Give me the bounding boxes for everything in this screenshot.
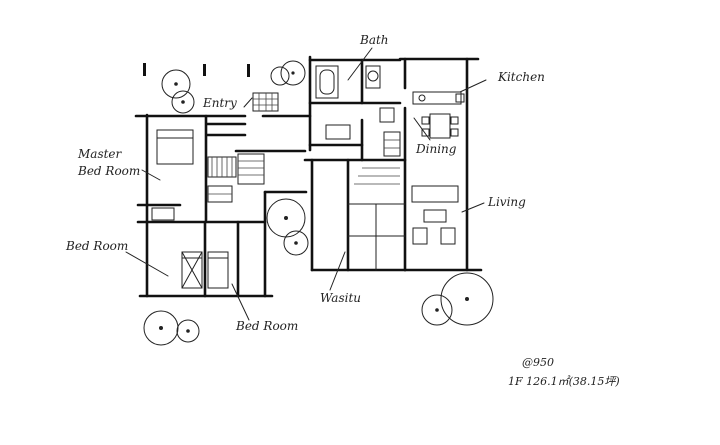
trees (143, 60, 494, 346)
tree-top-mid (270, 60, 306, 86)
dining-label: Dining (415, 142, 457, 156)
master-label: Master (77, 147, 123, 161)
leader-lines (125, 47, 487, 321)
walls (134, 55, 483, 298)
bedroom-left-label: Bed Room (65, 239, 128, 253)
tree-bottom-right (421, 272, 494, 326)
tree-bottom-left (143, 310, 200, 346)
master-bedroom-label: Bed Room (77, 164, 140, 178)
details (151, 65, 465, 289)
kitchen-label: Kitchen (497, 70, 545, 84)
wasitu-label: Wasitu (320, 291, 361, 305)
room-labels: Bath Kitchen Entry Master Bed Room Dinin… (65, 33, 545, 333)
tree-top-left (161, 69, 195, 114)
plan-notes: @950 1F 126.1㎡(38.15坪) (508, 356, 620, 388)
bath-label: Bath (359, 33, 389, 47)
bedroom-bottom-label: Bed Room (235, 319, 298, 333)
living-label: Living (487, 195, 526, 209)
floor-area-note: 1F 126.1㎡(38.15坪) (508, 375, 620, 388)
site-posts (143, 63, 250, 77)
entry-label: Entry (202, 96, 237, 110)
tree-courtyard (266, 198, 309, 256)
plan-code: @950 (522, 356, 554, 369)
